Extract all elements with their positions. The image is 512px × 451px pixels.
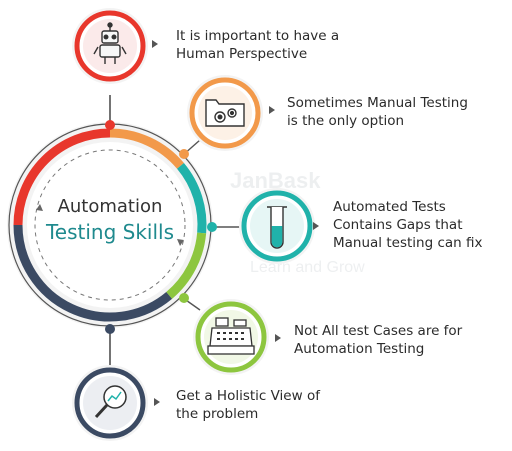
- item-5-bubble: [72, 365, 160, 441]
- item-labels: It is important to have a Human Perspect…: [176, 28, 482, 422]
- ring-arc-navy: [13, 224, 173, 322]
- item-3-label: Automated Tests Contains Gaps that Manua…: [333, 199, 482, 251]
- center-disc: [27, 142, 193, 308]
- center-dashed-ring: [34, 149, 186, 301]
- robot-icon: [93, 22, 127, 64]
- item-1-bubble: [72, 8, 158, 84]
- item-2-label: Sometimes Manual Testing is the only opt…: [287, 95, 472, 129]
- dot-green: [179, 293, 189, 303]
- item-1-label: It is important to have a Human Perspect…: [176, 28, 343, 62]
- item-4-arrow: [275, 334, 281, 342]
- dot-red: [105, 120, 115, 130]
- item-4-label: Not All test Cases are for Automation Te…: [294, 323, 467, 357]
- dot-navy: [105, 324, 115, 334]
- item-2-bubble: [187, 75, 275, 151]
- dot-teal: [207, 222, 217, 232]
- ring-arc-orange: [109, 128, 184, 169]
- ring-arc-teal: [176, 162, 207, 234]
- item-4-bubble: [193, 299, 281, 375]
- center-title-line2: Testing Skills: [45, 220, 174, 244]
- item-2-arrow: [269, 106, 275, 114]
- ring-arc-red: [13, 128, 111, 226]
- item-5-label: Get a Holistic View of the problem: [176, 388, 324, 422]
- center-colored-ring: [13, 128, 207, 322]
- item-3-bubble: [239, 188, 319, 264]
- test-tube-icon: [267, 206, 287, 249]
- cash-register-icon: [207, 317, 255, 355]
- item-1-arrow: [152, 40, 158, 48]
- item-5-arrow: [154, 398, 160, 406]
- dashed-ring-arrows: [36, 204, 184, 246]
- dot-orange: [179, 149, 189, 159]
- center-title-line1: Automation: [58, 196, 163, 217]
- magnifier-chart-icon: [94, 385, 127, 419]
- ring-arc-green: [166, 232, 207, 299]
- item-3-arrow: [313, 222, 319, 230]
- folder-gears-icon: [205, 99, 245, 127]
- connector-dots: [105, 120, 217, 334]
